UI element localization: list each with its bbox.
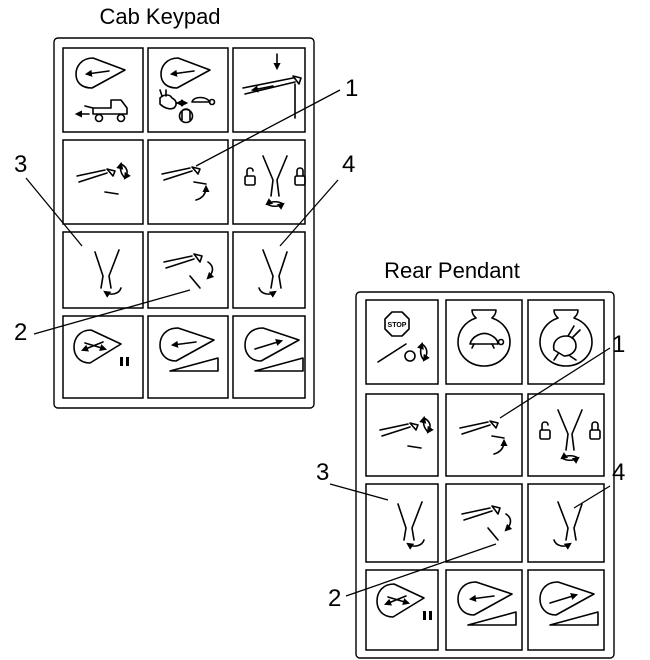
rear-callout-2: 2 [328, 585, 341, 612]
rear-key-jaws-rotate-right[interactable] [527, 483, 605, 563]
rear-leader-4 [573, 485, 611, 509]
rear-pendant-title: Rear Pendant [384, 258, 520, 283]
rear-leader-2 [345, 543, 497, 597]
cab-callout-4: 4 [342, 151, 355, 178]
rear-key-jaws-tilt-down[interactable] [445, 483, 523, 563]
rear-key-boom-pause[interactable] [365, 569, 439, 651]
rear-callout-3: 3 [316, 459, 329, 486]
rear-key-boom-retract-slow[interactable] [445, 569, 523, 651]
cab-key-jaws-sweep[interactable] [147, 139, 229, 225]
cab-keypad-title: Cab Keypad [99, 4, 220, 29]
cab-key-boom-pause[interactable] [62, 315, 144, 399]
cab-leader-1 [195, 89, 341, 167]
rear-key-jaws-rotate-left[interactable] [365, 483, 439, 563]
rear-leader-1 [499, 347, 611, 419]
boom-retract-trailer-icon [74, 57, 128, 123]
cab-leader-2 [33, 289, 191, 335]
cab-key-boom-lower[interactable] [232, 47, 306, 133]
stop-label: STOP [388, 322, 407, 329]
cab-key-jaws-lock[interactable] [232, 139, 305, 225]
rear-key-stop[interactable]: STOP [365, 299, 439, 385]
cab-leader-3 [25, 177, 83, 247]
cab-key-boom-extend[interactable] [232, 315, 306, 399]
rear-callout-1: 1 [612, 331, 625, 358]
rabbit-speed-icon [539, 309, 593, 367]
cab-key-jaws-tilt-down[interactable] [147, 231, 229, 309]
cab-callout-1: 1 [345, 75, 358, 102]
rear-callout-4: 4 [612, 459, 625, 486]
rear-key-jaws-tilt[interactable] [365, 393, 439, 477]
cab-callout-2: 2 [14, 319, 27, 346]
turtle-speed-icon [457, 309, 511, 367]
rear-key-jaws-lock[interactable] [527, 393, 605, 477]
cab-leader-4 [279, 179, 339, 247]
cab-key-jaws-rotate-right[interactable] [232, 231, 306, 309]
rear-key-jaws-sweep[interactable] [445, 393, 523, 477]
boom-speed-rabbit-turtle-icon [159, 57, 216, 124]
cab-key-jaws-rotate-left[interactable] [62, 231, 144, 309]
rear-key-turtle[interactable] [445, 299, 523, 385]
cab-key-boom-retract[interactable] [62, 47, 144, 133]
cab-key-boom-retract-slow[interactable] [147, 315, 229, 399]
rear-leader-3 [329, 483, 389, 501]
rear-key-rabbit[interactable] [527, 299, 605, 385]
cab-key-boom-speed[interactable] [147, 47, 229, 133]
rear-key-boom-extend[interactable] [527, 569, 605, 651]
cab-callout-3: 3 [14, 151, 27, 178]
boom-lower-icon [242, 53, 302, 119]
stop-icon: STOP [377, 311, 430, 363]
cab-key-jaws-tilt[interactable] [62, 139, 144, 225]
